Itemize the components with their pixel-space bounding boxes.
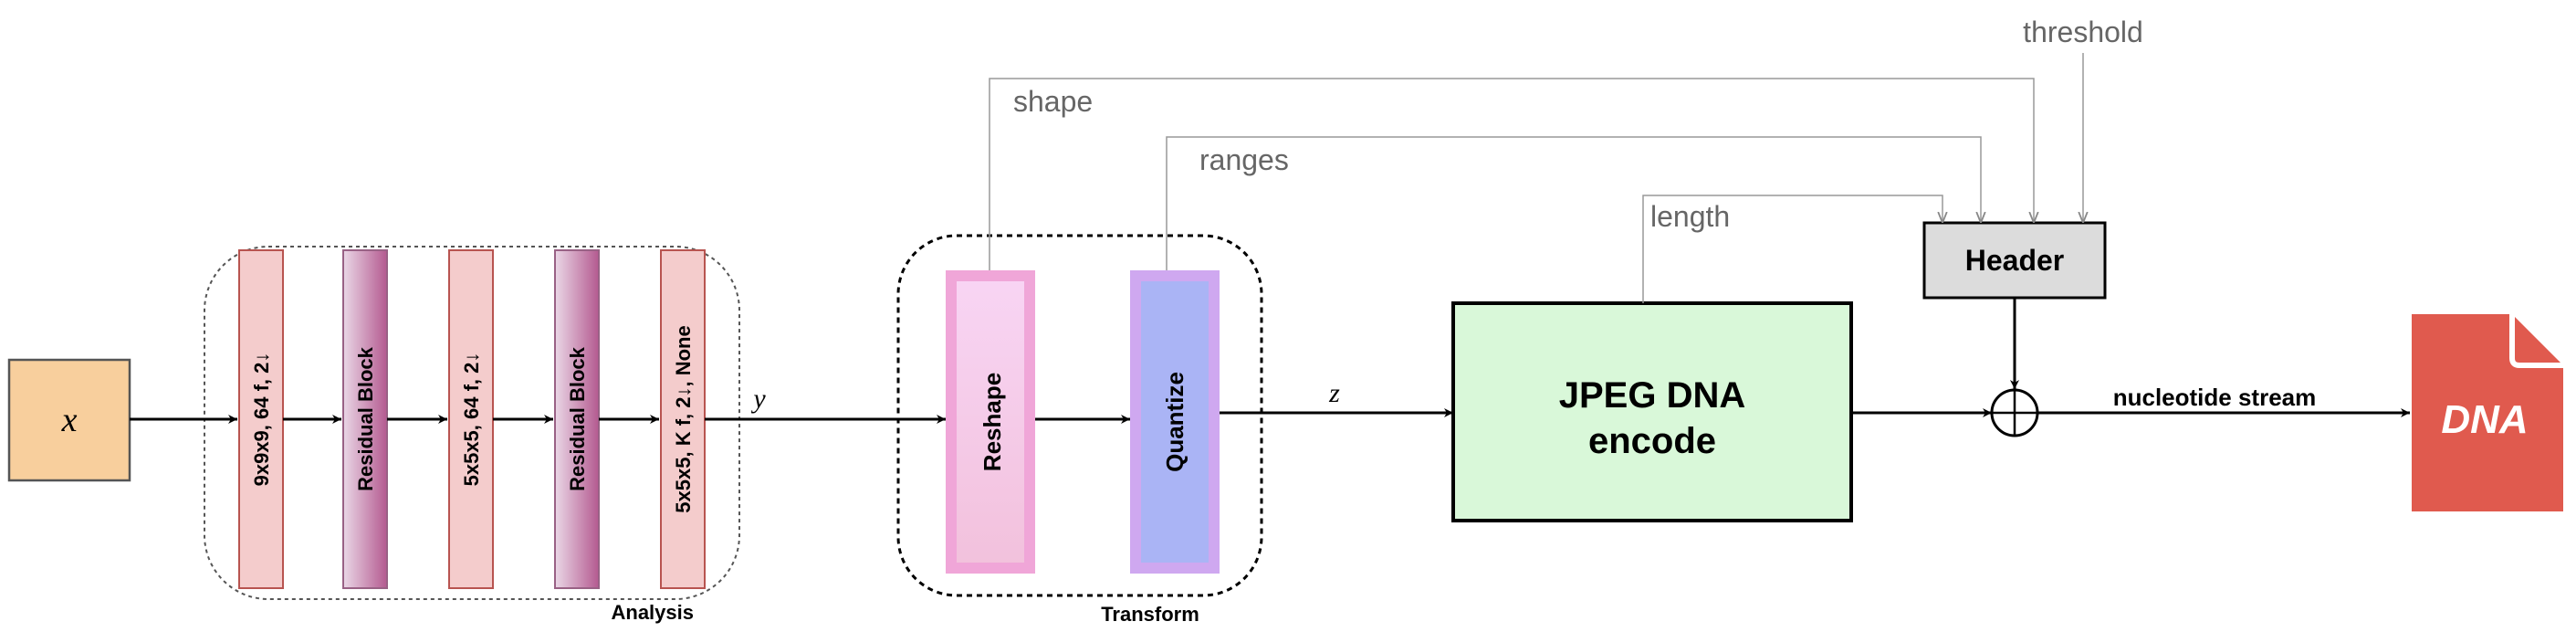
length-label: length bbox=[1650, 200, 1730, 233]
residual-block-2 bbox=[554, 249, 600, 589]
latent-z-label: z bbox=[1328, 378, 1340, 408]
reshape-block bbox=[946, 270, 1035, 574]
conv-layer-1 bbox=[238, 249, 284, 589]
residual-block-2-label: Residual Block bbox=[566, 346, 589, 490]
header-label: Header bbox=[1965, 244, 2065, 277]
stream-label: nucleotide stream bbox=[2113, 384, 2317, 411]
conv-layer-3-label: 5x5x5, K f, 2↓, None bbox=[672, 325, 695, 512]
dna-label: DNA bbox=[2441, 397, 2528, 442]
analysis-caption: Analysis bbox=[612, 601, 695, 624]
combiner-circle bbox=[1990, 388, 2039, 437]
threshold-label: threshold bbox=[2023, 16, 2143, 48]
dna-file-icon bbox=[2412, 314, 2563, 511]
conv-layer-2-label: 5x5x5, 64 f, 2↓ bbox=[460, 353, 483, 487]
transform-caption: Transform bbox=[1101, 603, 1199, 626]
ranges-label: ranges bbox=[1199, 143, 1289, 176]
encoder-label-line2: encode bbox=[1588, 421, 1716, 461]
quantize-label: Quantize bbox=[1161, 372, 1189, 472]
length-line bbox=[1642, 195, 1942, 303]
residual-block-1-label: Residual Block bbox=[354, 346, 377, 490]
residual-block-1 bbox=[342, 249, 388, 589]
ranges-line bbox=[1166, 136, 1981, 270]
header-box bbox=[1922, 221, 2107, 300]
shape-line bbox=[989, 78, 2034, 270]
input-box bbox=[7, 358, 131, 482]
quantize-block bbox=[1130, 270, 1220, 574]
encoder-label-line1: JPEG DNA bbox=[1559, 375, 1746, 416]
conv-layer-3 bbox=[660, 249, 706, 589]
input-label: x bbox=[61, 401, 78, 439]
latent-y-label: y bbox=[750, 384, 766, 414]
conv-layer-1-label: 9x9x9, 64 f, 2↓ bbox=[250, 353, 273, 487]
shape-label: shape bbox=[1013, 85, 1093, 118]
transform-group bbox=[896, 234, 1263, 597]
reshape-label: Reshape bbox=[979, 373, 1006, 471]
